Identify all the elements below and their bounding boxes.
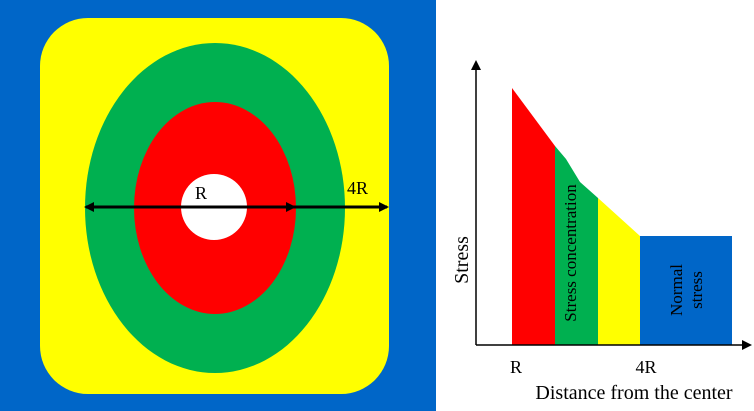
tick-label-4r: 4R (635, 357, 656, 377)
hole-radius-label: R (195, 183, 207, 203)
red-zone-bar (512, 88, 555, 345)
stress-profile-chart: Stress R 4R Distance from the center Str… (451, 60, 752, 404)
yellow-zone-bar (598, 198, 640, 345)
y-axis-label: Stress (451, 236, 473, 284)
normal-stress-bar (640, 236, 732, 345)
stress-concentration-label: Stress concentration (561, 184, 580, 322)
rock-cross-section: R 4R (0, 0, 436, 411)
normal-stress-label-line2: stress (687, 271, 706, 309)
normal-stress-label-line1: Normal (667, 264, 686, 316)
green-zone-bar (555, 146, 598, 345)
outer-radius-label: 4R (347, 178, 368, 198)
x-axis-label: Distance from the center (535, 382, 732, 404)
tick-label-r: R (510, 357, 522, 377)
